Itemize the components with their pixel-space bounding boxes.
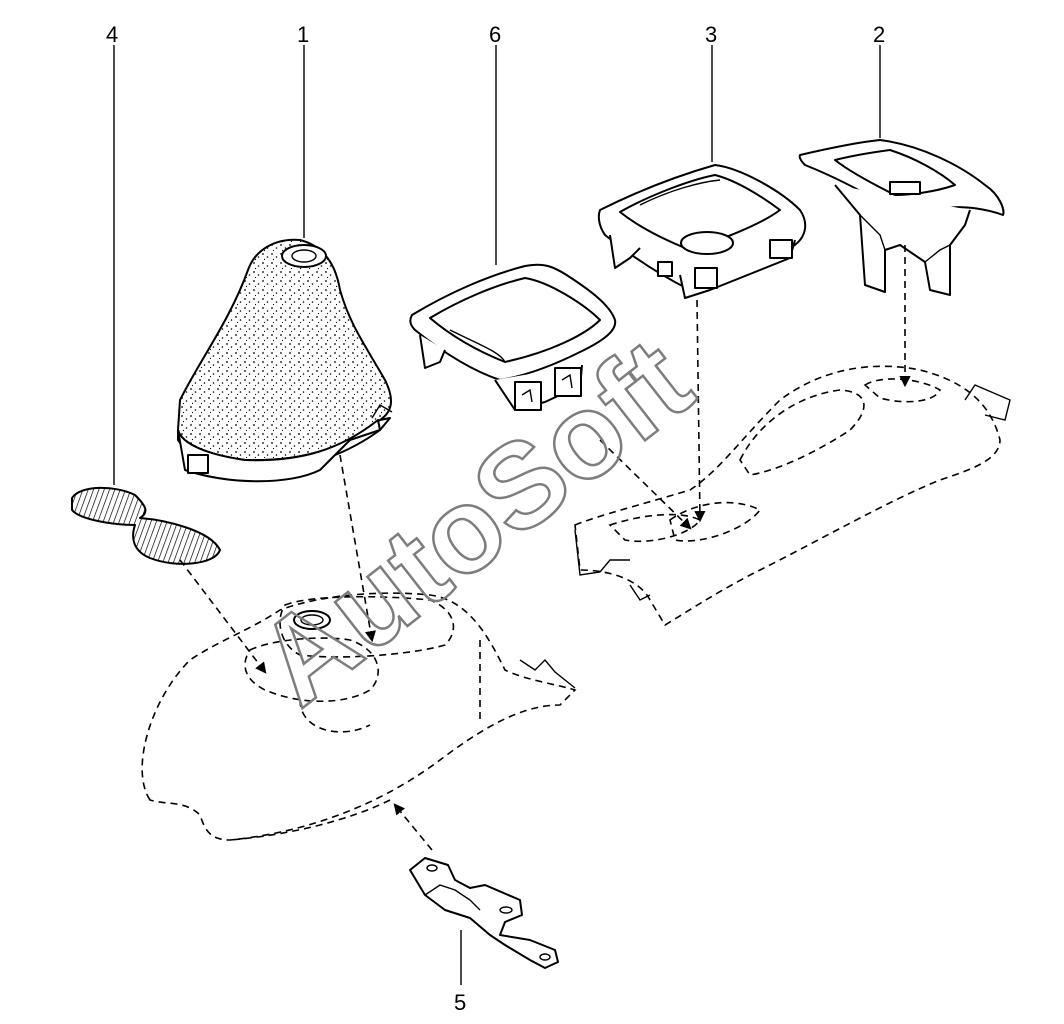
front-console-outline	[141, 592, 577, 841]
part-5-bracket	[409, 857, 559, 969]
rear-console-outline	[574, 365, 1011, 627]
part-6-tray	[409, 263, 617, 411]
assembly-arrows	[179, 245, 911, 851]
callout-4: 4	[106, 22, 118, 47]
part-1-gear-boot	[176, 238, 393, 483]
part-4-mat	[71, 486, 221, 565]
part-2-switch-panel	[798, 139, 1005, 296]
leader-lines	[113, 45, 881, 985]
callout-6: 6	[489, 22, 501, 47]
callout-1: 1	[297, 22, 309, 47]
part-3-bezel	[597, 164, 807, 299]
callout-5: 5	[454, 990, 466, 1015]
callout-2: 2	[873, 22, 885, 47]
callout-3: 3	[705, 22, 717, 47]
